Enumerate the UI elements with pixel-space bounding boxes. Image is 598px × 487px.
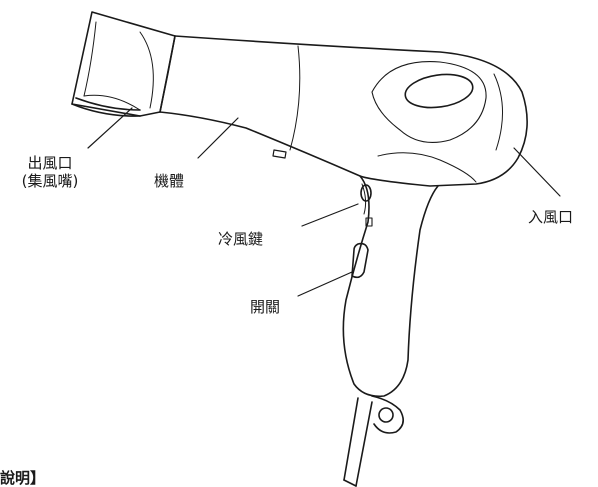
label-body: 機體 — [154, 172, 185, 190]
air-inlet-graphic — [371, 61, 487, 183]
strap-hook — [272, 149, 287, 159]
label-outlet: 出風口 (集風嘴) — [2, 154, 98, 190]
leader-lines — [87, 107, 561, 297]
leader-switch — [297, 271, 353, 297]
hanging-ring-and-cord — [343, 395, 404, 487]
label-cool-key: 冷風鍵 — [218, 230, 264, 248]
label-inlet: 入風口 — [528, 208, 574, 226]
label-outlet-line2: (集風嘴) — [21, 172, 79, 190]
power-switch — [351, 242, 369, 279]
partial-heading: 說明】 — [0, 469, 46, 487]
label-switch: 開關 — [250, 298, 281, 316]
leader-outlet — [87, 107, 133, 149]
leader-cool-key — [301, 203, 359, 227]
dryer-handle — [342, 175, 439, 398]
nozzle — [71, 11, 176, 117]
label-outlet-line1: 出風口 — [27, 154, 73, 172]
cool-key-button — [360, 184, 373, 227]
leader-body — [197, 117, 239, 159]
leader-inlet — [513, 147, 561, 197]
dryer-barrel — [159, 35, 528, 187]
